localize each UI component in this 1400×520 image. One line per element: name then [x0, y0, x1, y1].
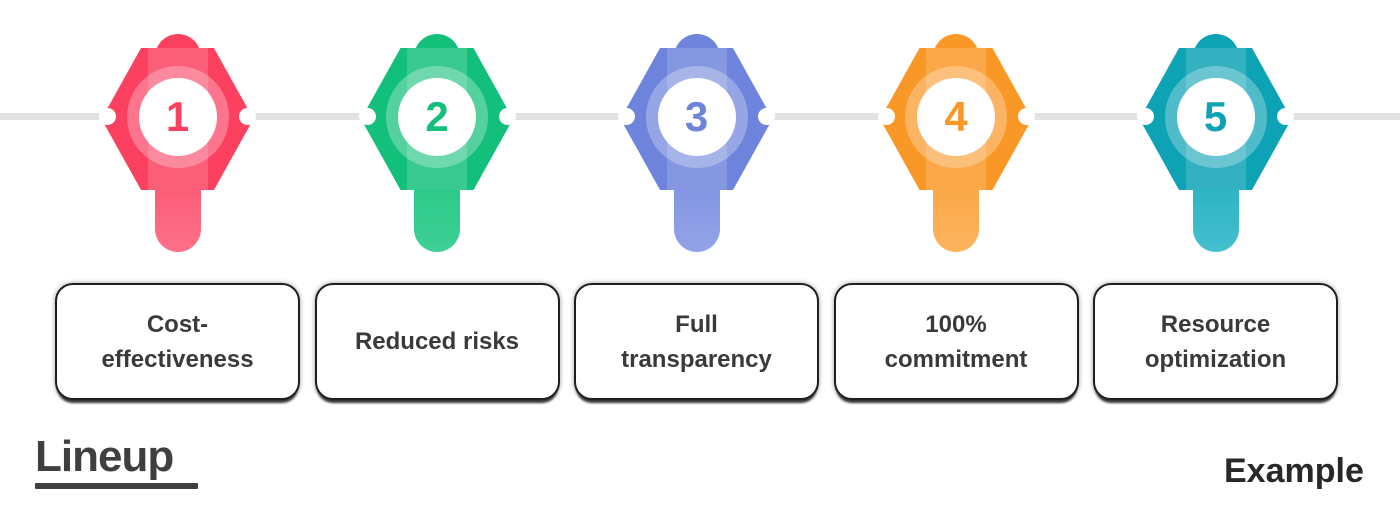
step-number: 2 [425, 93, 449, 140]
timeline-step: 5 Resource optimization [1093, 0, 1338, 520]
step-number-circle: 3 [657, 78, 736, 156]
step-label: Full transparency [621, 310, 772, 373]
logo-text: Lineup [35, 432, 174, 481]
timeline-step: 2 Reduced risks [314, 0, 560, 520]
step-label: Cost- effectiveness [101, 310, 254, 373]
connector-dot-left-icon [358, 108, 376, 125]
step-number-circle: 1 [138, 78, 217, 156]
brand-text: Example [1224, 452, 1364, 490]
step-label-card: Reduced risks [314, 283, 560, 400]
logo-underline [35, 483, 198, 490]
connector-dot-left-icon [99, 108, 116, 125]
step-label: 100% commitment [884, 310, 1028, 373]
step-number: 4 [944, 93, 968, 140]
step-number: 3 [684, 93, 709, 140]
logo: Lineup [35, 432, 198, 490]
step-marker: 2 [354, 32, 520, 260]
timeline-step: 1 Cost- effectiveness [55, 0, 300, 520]
step-label-card: Cost- effectiveness [55, 283, 300, 400]
connector-dot-right-icon [239, 108, 256, 125]
timeline-step: 3 Full transparency [574, 0, 819, 520]
connector-dot-right-icon [1277, 108, 1294, 125]
step-number-circle: 2 [398, 78, 476, 156]
step-number-circle: 4 [917, 78, 995, 156]
timeline-step: 4 100% commitment [833, 0, 1079, 520]
step-label-card: Resource optimization [1093, 283, 1338, 400]
connector-dot-right-icon [498, 108, 516, 125]
step-label: Reduced risks [354, 328, 520, 355]
step-marker: 4 [873, 32, 1039, 260]
connector-dot-left-icon [618, 108, 635, 125]
step-label-card: Full transparency [574, 283, 819, 400]
connector-dot-right-icon [1017, 108, 1035, 125]
step-marker: 3 [614, 32, 780, 260]
connector-dot-left-icon [1137, 108, 1154, 125]
step-number: 5 [1203, 93, 1228, 140]
connector-dot-right-icon [758, 108, 775, 125]
step-number-circle: 5 [1176, 78, 1255, 156]
step-number: 1 [165, 93, 190, 140]
step-label: Resource optimization [1144, 310, 1287, 373]
connector-dot-left-icon [877, 108, 895, 125]
step-label-card: 100% commitment [833, 283, 1079, 400]
step-marker: 5 [1133, 32, 1299, 260]
step-marker: 1 [95, 32, 261, 260]
